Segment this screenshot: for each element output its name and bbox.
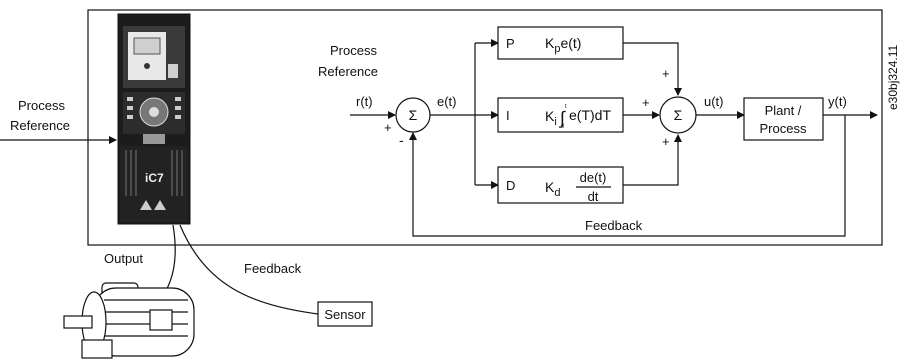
y-label: y(t) <box>828 94 847 109</box>
feedback-cable <box>179 224 319 315</box>
r-label: r(t) <box>356 94 373 109</box>
top-reference-line1: Process <box>330 43 377 58</box>
top-reference-line2: Reference <box>318 64 378 79</box>
d-out-arrow <box>623 134 682 186</box>
e-label: e(t) <box>437 94 457 109</box>
d-letter: D <box>506 178 515 193</box>
output-label: Output <box>104 251 143 266</box>
d-block <box>497 166 624 204</box>
left-reference-line2: Reference <box>10 118 70 133</box>
sum1-plus: + <box>384 120 392 135</box>
p-letter: P <box>506 36 515 51</box>
i-letter: I <box>506 108 510 123</box>
frequency-drive: iC7 <box>117 13 191 225</box>
motor <box>63 282 195 359</box>
sensor-label: Sensor <box>324 307 366 322</box>
sum1-minus: - <box>399 132 404 148</box>
integral-upper: t <box>565 104 567 110</box>
system-frame <box>87 9 883 246</box>
p-block <box>497 26 624 60</box>
integral-lower: 0 <box>561 124 565 130</box>
sum2-plus-left: + <box>642 95 650 110</box>
d-denominator: dt <box>588 189 599 204</box>
feedback-cable-label: Feedback <box>244 261 302 276</box>
sum-symbol-1: Σ <box>409 107 418 123</box>
plant-line2: Process <box>760 121 807 136</box>
plant-block <box>743 97 824 141</box>
integral-sign: ∫ <box>558 108 566 128</box>
sum2-plus-bottom: + <box>662 134 670 149</box>
p-gain: Kpe(t) <box>545 35 581 55</box>
sum2-plus-top: + <box>662 66 670 81</box>
i-gain: Ki <box>545 108 557 128</box>
d-gain: Kd <box>545 179 560 199</box>
left-reference-line1: Process <box>18 98 65 113</box>
u-label: u(t) <box>704 94 724 109</box>
figure-code: e30bj324.11 <box>886 45 900 111</box>
i-block <box>497 97 624 133</box>
i-expr: e(T)dT <box>569 107 611 123</box>
sum-symbol-2: Σ <box>674 107 683 123</box>
p-out-arrow <box>623 42 682 96</box>
drive-logo: iC7 <box>145 171 164 185</box>
plant-line1: Plant / <box>765 103 802 118</box>
feedback-label: Feedback <box>585 218 643 233</box>
d-numerator: de(t) <box>580 170 607 185</box>
feedback-path <box>409 115 846 237</box>
sensor-box <box>317 301 373 327</box>
